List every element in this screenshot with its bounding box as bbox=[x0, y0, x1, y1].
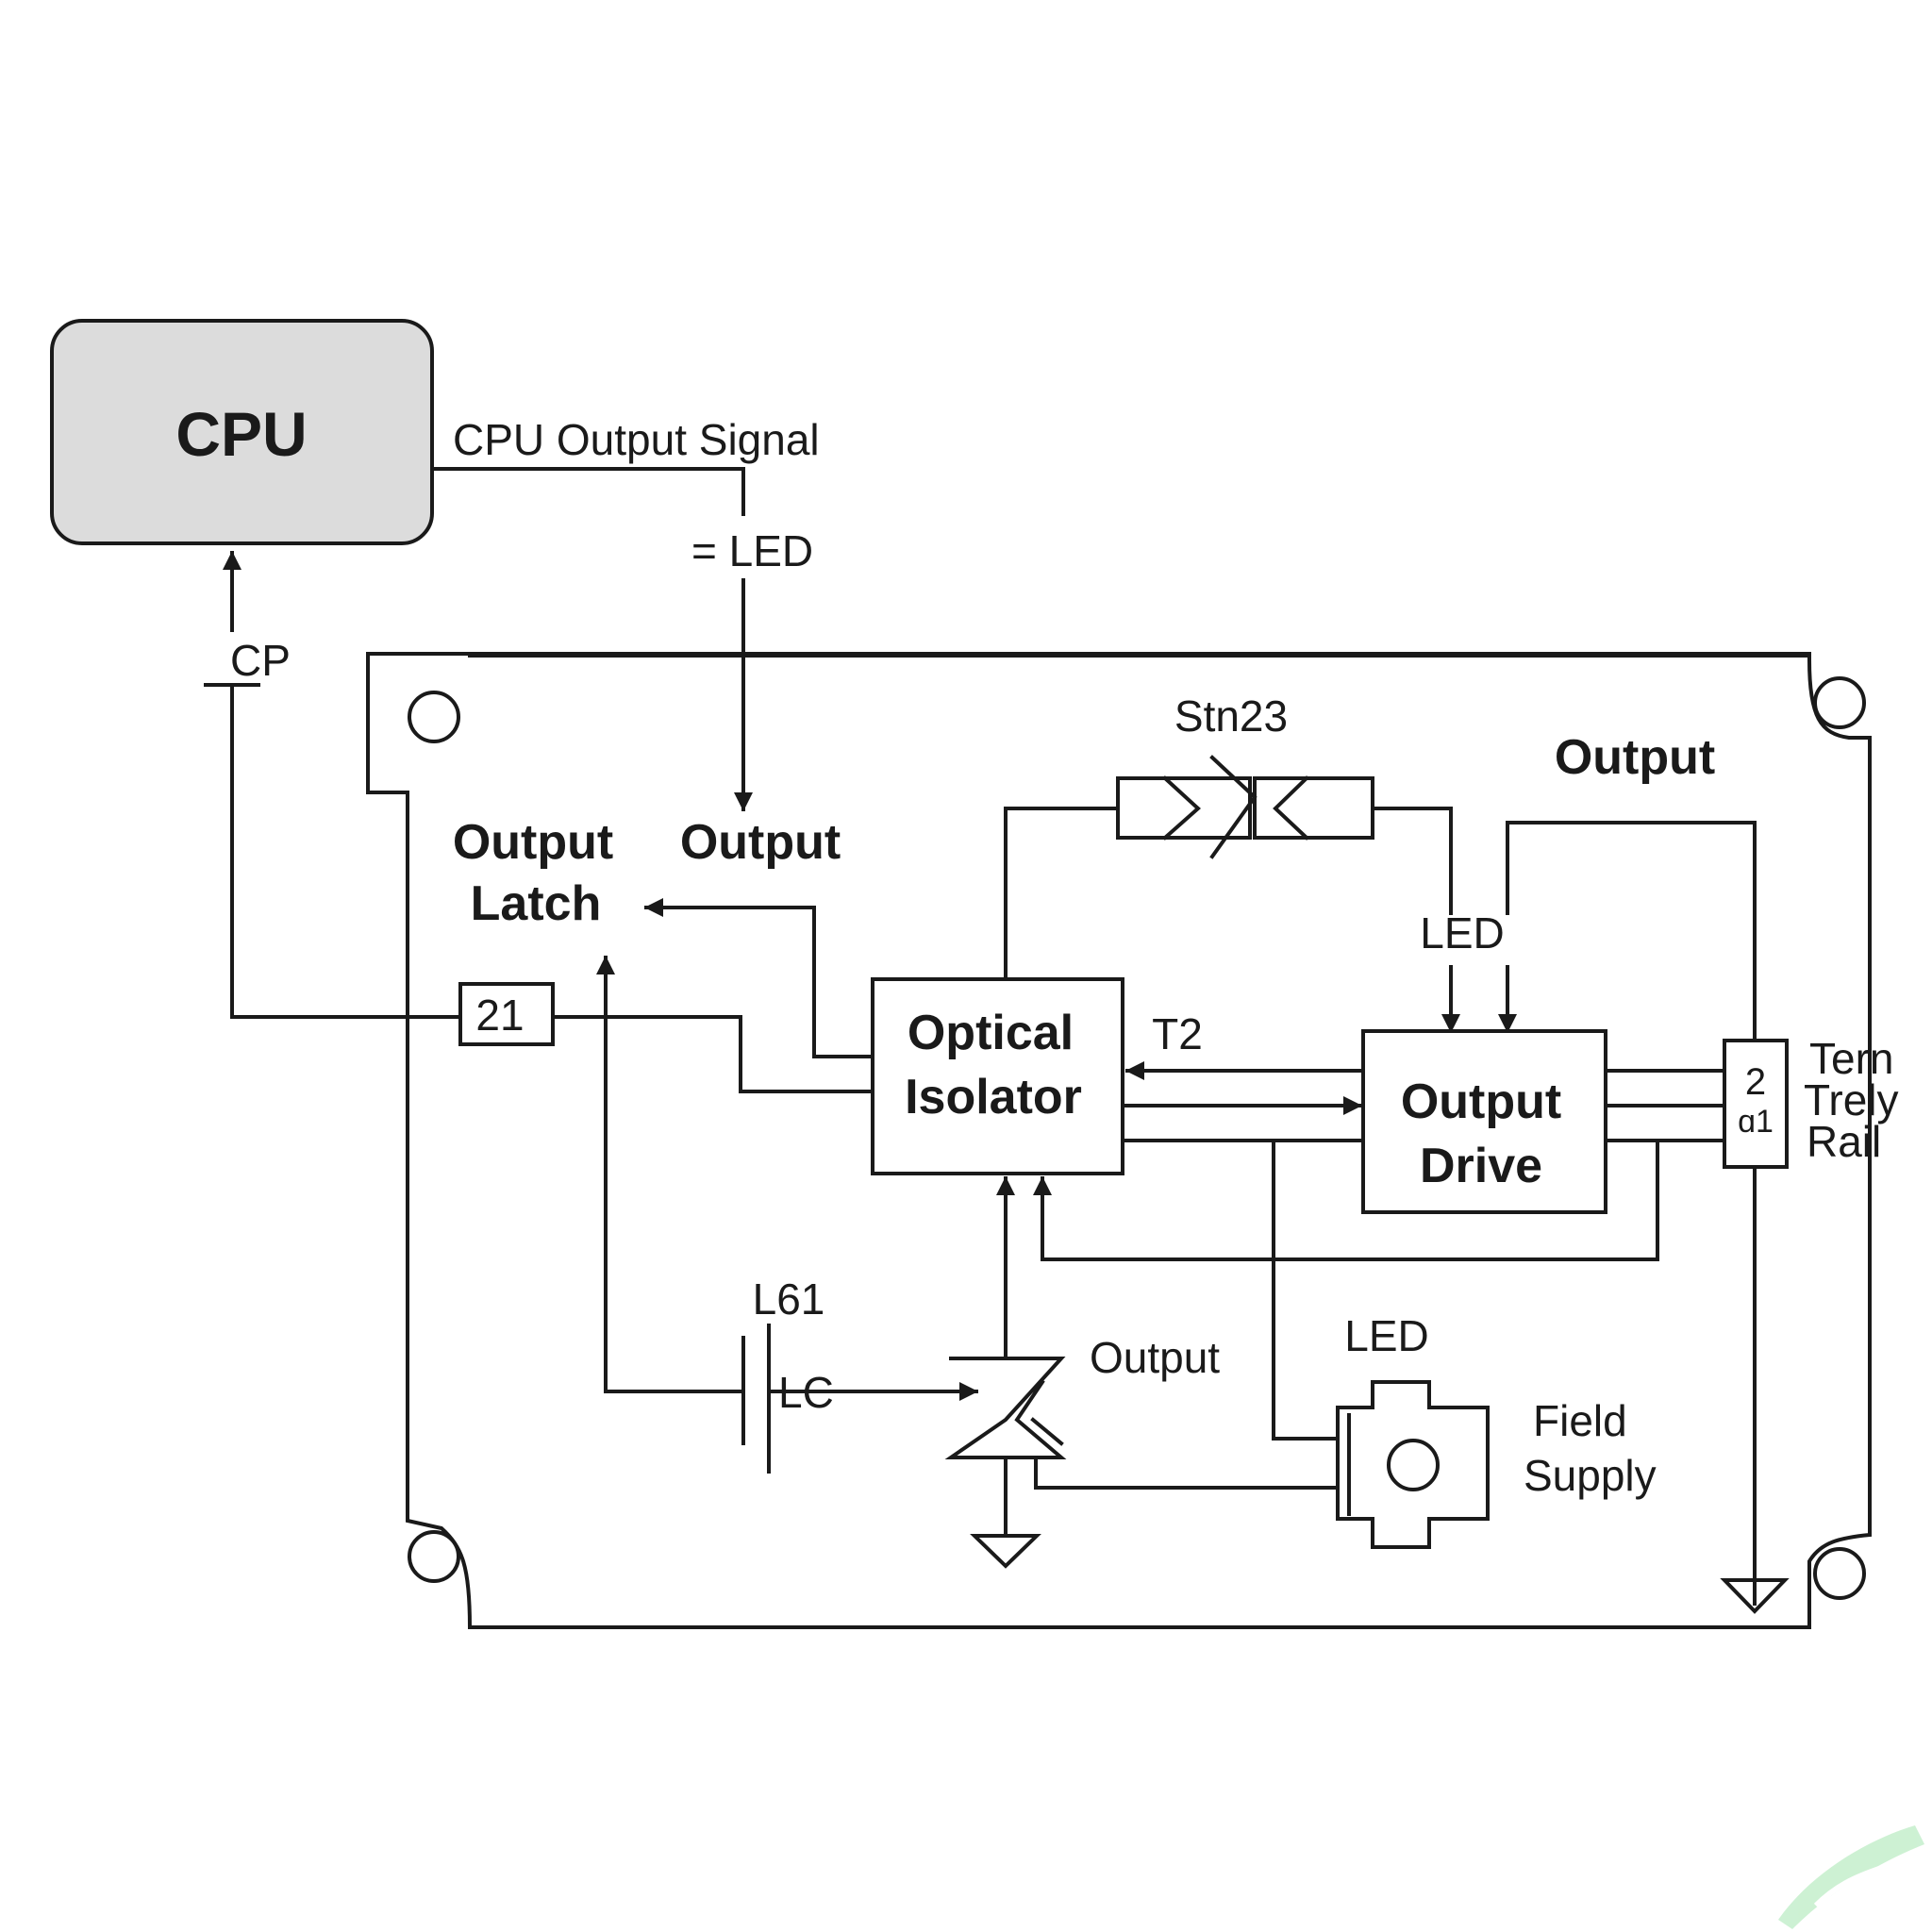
terminal-label-line3: Rail bbox=[1807, 1117, 1881, 1166]
cpu-output-signal-wire bbox=[430, 467, 745, 516]
field-supply-label-line2: Supply bbox=[1524, 1451, 1657, 1500]
stn23-arrow-symbol bbox=[1162, 755, 1309, 859]
cpu-output-signal-label: CPU Output Signal bbox=[453, 415, 820, 464]
transistor-symbol bbox=[944, 1357, 1067, 1459]
terminal-label-line1: Tern bbox=[1809, 1034, 1893, 1083]
field-supply-label-line1: Field bbox=[1533, 1396, 1627, 1445]
mount-hole-icon bbox=[1813, 1547, 1866, 1600]
optical-isolator-block bbox=[871, 977, 1124, 1175]
cpu-label: CPU bbox=[175, 399, 307, 469]
t2-label: T2 bbox=[1152, 1009, 1203, 1058]
stn23-box-left bbox=[1116, 776, 1252, 840]
connector-21-label: 21 bbox=[475, 991, 524, 1040]
output-mid-label: Output bbox=[680, 815, 841, 870]
led-drive-label: LED bbox=[1420, 908, 1504, 958]
isolator-to-latch-wire bbox=[644, 898, 874, 1058]
lc-label: LC bbox=[778, 1368, 834, 1417]
optical-isolator-label-line1: Optical bbox=[908, 1006, 1074, 1060]
led-field-label: LED bbox=[1344, 1311, 1428, 1360]
output-latch-label-line2: Latch bbox=[471, 876, 602, 931]
terminal-block-top-label: 2 bbox=[1745, 1061, 1766, 1103]
output-transistor-label: Output bbox=[1090, 1333, 1220, 1382]
output-top-right-label: Output bbox=[1555, 730, 1715, 785]
output-drive-label-line1: Output bbox=[1401, 1074, 1561, 1129]
l61-capacitor-plates bbox=[741, 1324, 771, 1474]
mount-hole-icon bbox=[408, 691, 460, 743]
stn23-to-drive-wire bbox=[1371, 807, 1453, 915]
cpu-block bbox=[50, 319, 434, 545]
leaf-logo-icon bbox=[1778, 1825, 1924, 1929]
output-feed-wire bbox=[1506, 821, 1757, 1606]
l61-label: L61 bbox=[753, 1274, 825, 1324]
drive-to-field-supply-wire bbox=[1272, 1139, 1340, 1441]
output-drive-label-line2: Drive bbox=[1420, 1139, 1542, 1193]
cp-label: CP bbox=[230, 636, 291, 685]
isolator-to-stn23-wire bbox=[1004, 807, 1120, 981]
terminal-block-bottom-label: ɑ1 bbox=[1738, 1104, 1774, 1140]
optical-isolator-label-line2: Isolator bbox=[905, 1070, 1082, 1124]
latch-feedback-wire bbox=[604, 956, 745, 1393]
terminal-block bbox=[1723, 1039, 1789, 1169]
drive-feedback-wire bbox=[1033, 1139, 1659, 1261]
stn23-box-right bbox=[1253, 776, 1374, 840]
connector-21-box bbox=[458, 982, 555, 1046]
mount-hole-icon bbox=[408, 1530, 460, 1583]
led-icon bbox=[1387, 1439, 1440, 1491]
ground-icon bbox=[1720, 1578, 1790, 1614]
output-drive-block bbox=[1361, 1029, 1607, 1214]
connector-to-isolator-wire bbox=[551, 1015, 874, 1093]
mount-hole-icon bbox=[1813, 676, 1866, 729]
ground-icon bbox=[970, 1534, 1041, 1569]
output-latch-label-line1: Output bbox=[453, 815, 613, 870]
drive-to-terminal-wire bbox=[1604, 1069, 1726, 1142]
eq-led-label: = LED bbox=[691, 526, 813, 575]
transistor-to-field-wire bbox=[1034, 1456, 1340, 1490]
terminal-label-line2: Trely bbox=[1804, 1075, 1899, 1124]
stn23-label: Stn23 bbox=[1174, 691, 1288, 741]
